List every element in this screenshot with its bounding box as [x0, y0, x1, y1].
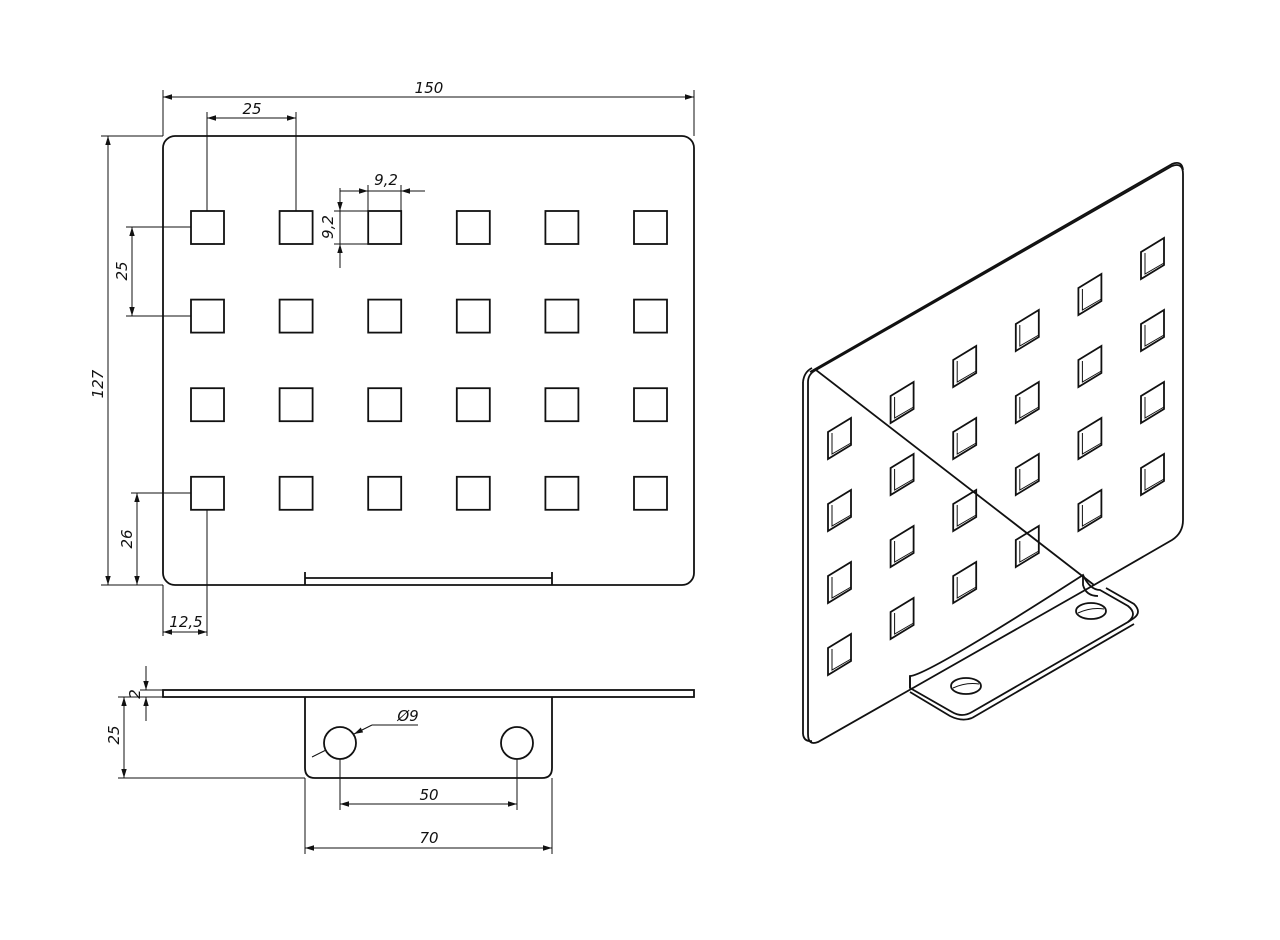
front-square-hole [190, 210, 225, 245]
flange-outline [304, 697, 553, 779]
iso-square-hole [1077, 416, 1103, 461]
iso-square-hole [889, 452, 915, 497]
front-square-hole [633, 475, 668, 511]
iso-square-hole [1077, 272, 1103, 317]
iso-hole-grid [827, 236, 1165, 677]
front-square-hole [544, 387, 580, 423]
dim-label-flange-width: 70 [419, 829, 438, 847]
front-square-hole [633, 298, 668, 334]
front-square-hole [367, 387, 403, 423]
iso-square-hole [827, 632, 852, 677]
iso-square-hole [1077, 344, 1103, 389]
dim-flange-height: 25 [105, 696, 305, 779]
dim-mount-hole-diameter: Ø9 [311, 707, 419, 758]
iso-square-hole [889, 596, 915, 641]
iso-mount-hole-back [1075, 602, 1107, 620]
dim-bottom-offset: 26 [118, 492, 191, 585]
iso-square-hole [1014, 380, 1040, 425]
dim-plate-thickness: 2 [126, 666, 163, 721]
front-square-hole [455, 298, 491, 334]
dim-label-bottom-offset: 26 [118, 529, 136, 548]
front-view: 150 25 9,2 9,2 [89, 79, 695, 636]
bend-line [304, 572, 553, 585]
front-square-hole [455, 475, 491, 511]
iso-square-hole [1140, 452, 1165, 497]
iso-square-hole [889, 524, 915, 569]
iso-square-hole [1014, 452, 1040, 497]
front-square-hole [544, 475, 580, 511]
iso-plate-face [807, 164, 1184, 744]
dim-label-plate-thickness: 2 [126, 689, 144, 699]
front-square-hole [190, 298, 225, 334]
front-square-hole [190, 387, 225, 423]
iso-square-hole [952, 416, 978, 461]
iso-square-hole [952, 344, 978, 389]
front-square-hole [190, 475, 225, 511]
front-square-hole [455, 210, 491, 245]
front-square-hole [367, 298, 403, 334]
mount-hole-right [500, 726, 534, 760]
front-square-hole [278, 298, 314, 334]
iso-foot [909, 573, 1134, 716]
dim-hole-height: 9,2 [319, 188, 368, 268]
iso-square-hole [1014, 308, 1040, 353]
front-square-hole [367, 475, 403, 511]
dim-label-hole-height: 9,2 [319, 215, 337, 239]
dim-label-flange-height: 25 [105, 725, 123, 744]
dim-overall-height: 127 [89, 135, 163, 586]
dim-label-left-offset: 12,5 [169, 613, 202, 631]
dim-flange-width: 70 [304, 778, 553, 854]
front-square-hole [278, 475, 314, 511]
dim-left-offset: 12,5 [162, 509, 208, 636]
dim-hole-width: 9,2 [340, 171, 425, 211]
dim-label-mount-hole-spacing: 50 [419, 786, 438, 804]
front-square-hole [633, 387, 668, 423]
front-square-hole [544, 210, 580, 245]
iso-square-hole [1077, 488, 1103, 533]
plate-edge [162, 689, 695, 698]
front-square-hole [278, 387, 314, 423]
iso-square-hole [1140, 236, 1165, 281]
dim-hole-pitch-vertical: 25 [113, 226, 191, 317]
iso-square-hole [952, 488, 978, 533]
front-hole-grid [190, 210, 668, 511]
iso-square-hole [1014, 524, 1040, 569]
dim-label-hole-pitch-vertical: 25 [113, 261, 131, 280]
front-square-hole [633, 210, 668, 245]
isometric-view [802, 161, 1184, 744]
dim-hole-pitch-horizontal: 25 [206, 100, 297, 211]
dim-mount-hole-spacing: 50 [339, 759, 518, 810]
dim-overall-width: 150 [162, 79, 695, 136]
iso-square-hole [827, 488, 852, 533]
dim-label-overall-width: 150 [415, 79, 444, 97]
dim-label-hole-width: 9,2 [374, 171, 398, 189]
front-square-hole [278, 210, 314, 245]
dim-label-overall-height: 127 [89, 369, 107, 398]
front-square-hole [455, 387, 491, 423]
iso-square-hole [889, 380, 915, 425]
iso-square-hole [952, 560, 978, 605]
side-view: 2 25 Ø9 50 70 [105, 666, 695, 854]
dim-label-hole-pitch-horizontal: 25 [242, 100, 261, 118]
iso-square-hole [827, 560, 852, 605]
mount-hole-left [323, 726, 357, 760]
iso-mount-hole-front [950, 677, 982, 695]
iso-square-hole [827, 416, 852, 461]
dim-label-mount-hole-diameter: Ø9 [396, 707, 418, 725]
front-square-hole [544, 298, 580, 334]
iso-square-hole [1140, 308, 1165, 353]
front-square-hole [367, 210, 403, 245]
iso-square-hole [1140, 380, 1165, 425]
front-plate-outline [162, 135, 695, 586]
